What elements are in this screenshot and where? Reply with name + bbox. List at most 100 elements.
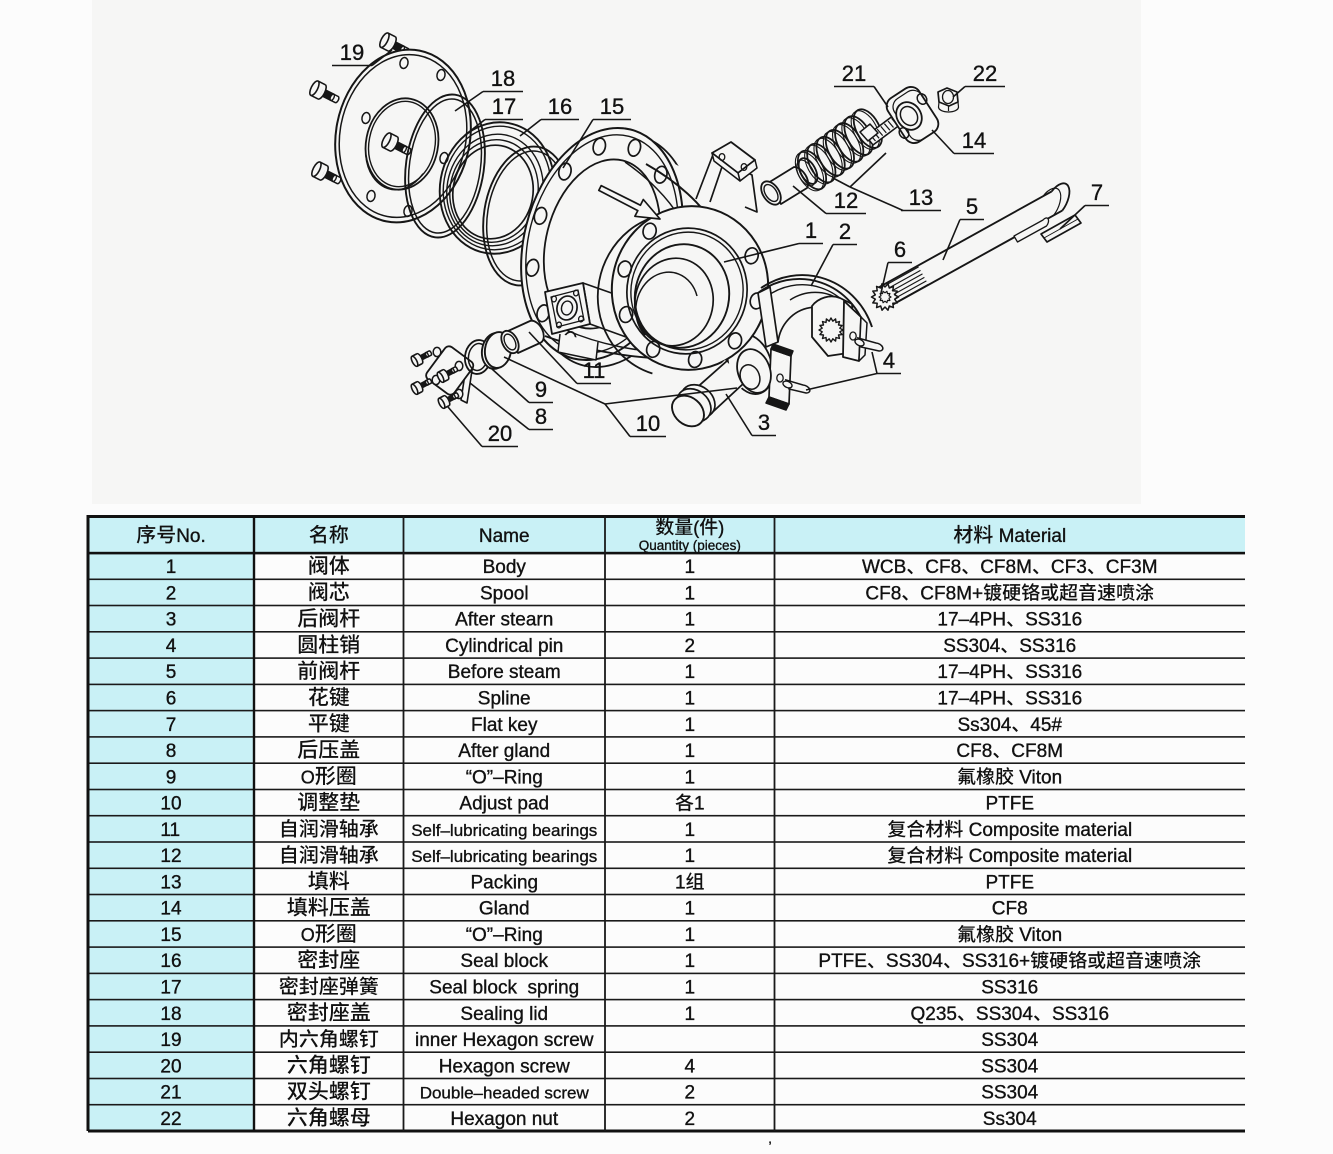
svg-text:1: 1: [694, 794, 705, 815]
svg-text:Q235: Q235: [911, 1004, 957, 1025]
svg-text:8: 8: [166, 741, 177, 762]
svg-text:PTFE: PTFE: [986, 872, 1035, 893]
svg-text:22: 22: [973, 61, 997, 86]
svg-text:1: 1: [685, 557, 696, 578]
svg-text:1: 1: [685, 951, 696, 972]
svg-text:SS316: SS316: [1025, 610, 1082, 631]
svg-text:SS304: SS304: [981, 1056, 1038, 1077]
svg-text:9: 9: [535, 377, 547, 402]
svg-text:10: 10: [160, 794, 181, 815]
svg-text:screw: screw: [520, 1056, 570, 1077]
svg-text:3: 3: [758, 410, 770, 435]
svg-text:12: 12: [834, 188, 858, 213]
svg-text:CF8: CF8: [925, 557, 961, 578]
svg-text:1: 1: [685, 610, 696, 631]
svg-text:19: 19: [340, 40, 364, 65]
svg-text:2: 2: [166, 583, 177, 604]
svg-text:Spline: Spline: [478, 689, 531, 710]
svg-text:Body: Body: [483, 557, 527, 578]
svg-text:screw: screw: [544, 1084, 589, 1103]
svg-text:CF8M+: CF8M+: [920, 583, 983, 604]
svg-text:Hexagon: Hexagon: [439, 1056, 515, 1077]
svg-text:7: 7: [1091, 180, 1103, 205]
svg-text:21: 21: [842, 61, 866, 86]
svg-text:10: 10: [636, 411, 660, 436]
svg-text:Spool: Spool: [480, 583, 529, 604]
svg-text:Gland: Gland: [479, 899, 530, 920]
svg-text:bearings: bearings: [532, 847, 597, 866]
svg-text:Composite: Composite: [969, 820, 1060, 841]
svg-text:After: After: [455, 610, 496, 631]
svg-text:17–4PH: 17–4PH: [937, 689, 1006, 710]
svg-text:6: 6: [166, 689, 177, 710]
svg-text:SS304: SS304: [886, 951, 943, 972]
svg-text:1: 1: [685, 662, 696, 683]
svg-text:“O”–Ring: “O”–Ring: [466, 767, 543, 788]
svg-text:nut: nut: [532, 1109, 559, 1130]
svg-text:SS304: SS304: [981, 1083, 1038, 1104]
svg-text:4: 4: [685, 1056, 696, 1077]
svg-text:17–4PH: 17–4PH: [937, 610, 1006, 631]
svg-text:CF8: CF8: [956, 741, 992, 762]
svg-text:16: 16: [548, 94, 572, 119]
svg-text:block: block: [504, 951, 549, 972]
svg-text:2: 2: [685, 1083, 696, 1104]
svg-text:1: 1: [685, 846, 696, 867]
svg-text:,: ,: [768, 1131, 772, 1146]
svg-text:13: 13: [160, 872, 181, 893]
svg-text:4: 4: [166, 636, 177, 657]
svg-text:14: 14: [160, 899, 182, 920]
svg-text:2: 2: [685, 1109, 696, 1130]
svg-text:CF3M: CF3M: [1106, 557, 1158, 578]
svg-text:18: 18: [160, 1004, 181, 1025]
svg-text:5: 5: [966, 194, 978, 219]
svg-text:20: 20: [488, 421, 512, 446]
svg-text:“O”–Ring: “O”–Ring: [466, 925, 543, 946]
svg-text:18: 18: [491, 66, 515, 91]
svg-text:No.: No.: [176, 526, 206, 547]
svg-text:O: O: [301, 925, 315, 945]
svg-text:12: 12: [160, 846, 181, 867]
svg-text:material: material: [1065, 820, 1133, 841]
svg-text:1: 1: [685, 925, 696, 946]
svg-text:Material: Material: [999, 526, 1067, 547]
svg-text:17: 17: [492, 94, 516, 119]
svg-text:stearn: stearn: [501, 610, 554, 631]
svg-text:1: 1: [685, 715, 696, 736]
svg-text:pad: pad: [517, 794, 549, 815]
svg-text:spring: spring: [528, 978, 580, 999]
svg-text:5: 5: [166, 662, 177, 683]
svg-text:4: 4: [883, 348, 895, 373]
svg-text:SS316: SS316: [1052, 1004, 1109, 1025]
svg-text:Double–headed: Double–headed: [420, 1084, 540, 1103]
svg-text:Seal: Seal: [429, 978, 467, 999]
svg-text:21: 21: [160, 1083, 181, 1104]
svg-text:13: 13: [909, 185, 933, 210]
svg-text:lid: lid: [529, 1004, 548, 1025]
svg-text:2: 2: [839, 219, 851, 244]
svg-text:CF8: CF8: [865, 583, 901, 604]
svg-text:14: 14: [962, 128, 986, 153]
svg-text:CF8: CF8: [992, 899, 1028, 920]
svg-text:block: block: [473, 978, 518, 999]
svg-text:Quantity: Quantity: [639, 538, 690, 553]
svg-text:Before: Before: [448, 662, 504, 683]
svg-text:Viton: Viton: [1019, 925, 1062, 946]
svg-text:material: material: [1065, 846, 1133, 867]
svg-text:45#: 45#: [1030, 715, 1062, 736]
svg-text:O: O: [301, 767, 315, 787]
svg-text:Seal: Seal: [460, 951, 498, 972]
svg-text:SS304: SS304: [943, 636, 1000, 657]
svg-text:SS316+: SS316+: [962, 951, 1030, 972]
svg-text:1: 1: [685, 767, 696, 788]
svg-text:Sealing: Sealing: [460, 1004, 523, 1025]
svg-text:6: 6: [894, 237, 906, 262]
svg-text:SS316: SS316: [1025, 662, 1082, 683]
svg-text:screw: screw: [544, 1030, 594, 1051]
svg-text:Adjust: Adjust: [459, 794, 513, 815]
svg-text:8: 8: [535, 404, 547, 429]
svg-text:22: 22: [160, 1109, 181, 1130]
svg-text:17–4PH: 17–4PH: [937, 662, 1006, 683]
svg-text:17: 17: [160, 978, 181, 999]
svg-text:2: 2: [685, 636, 696, 657]
